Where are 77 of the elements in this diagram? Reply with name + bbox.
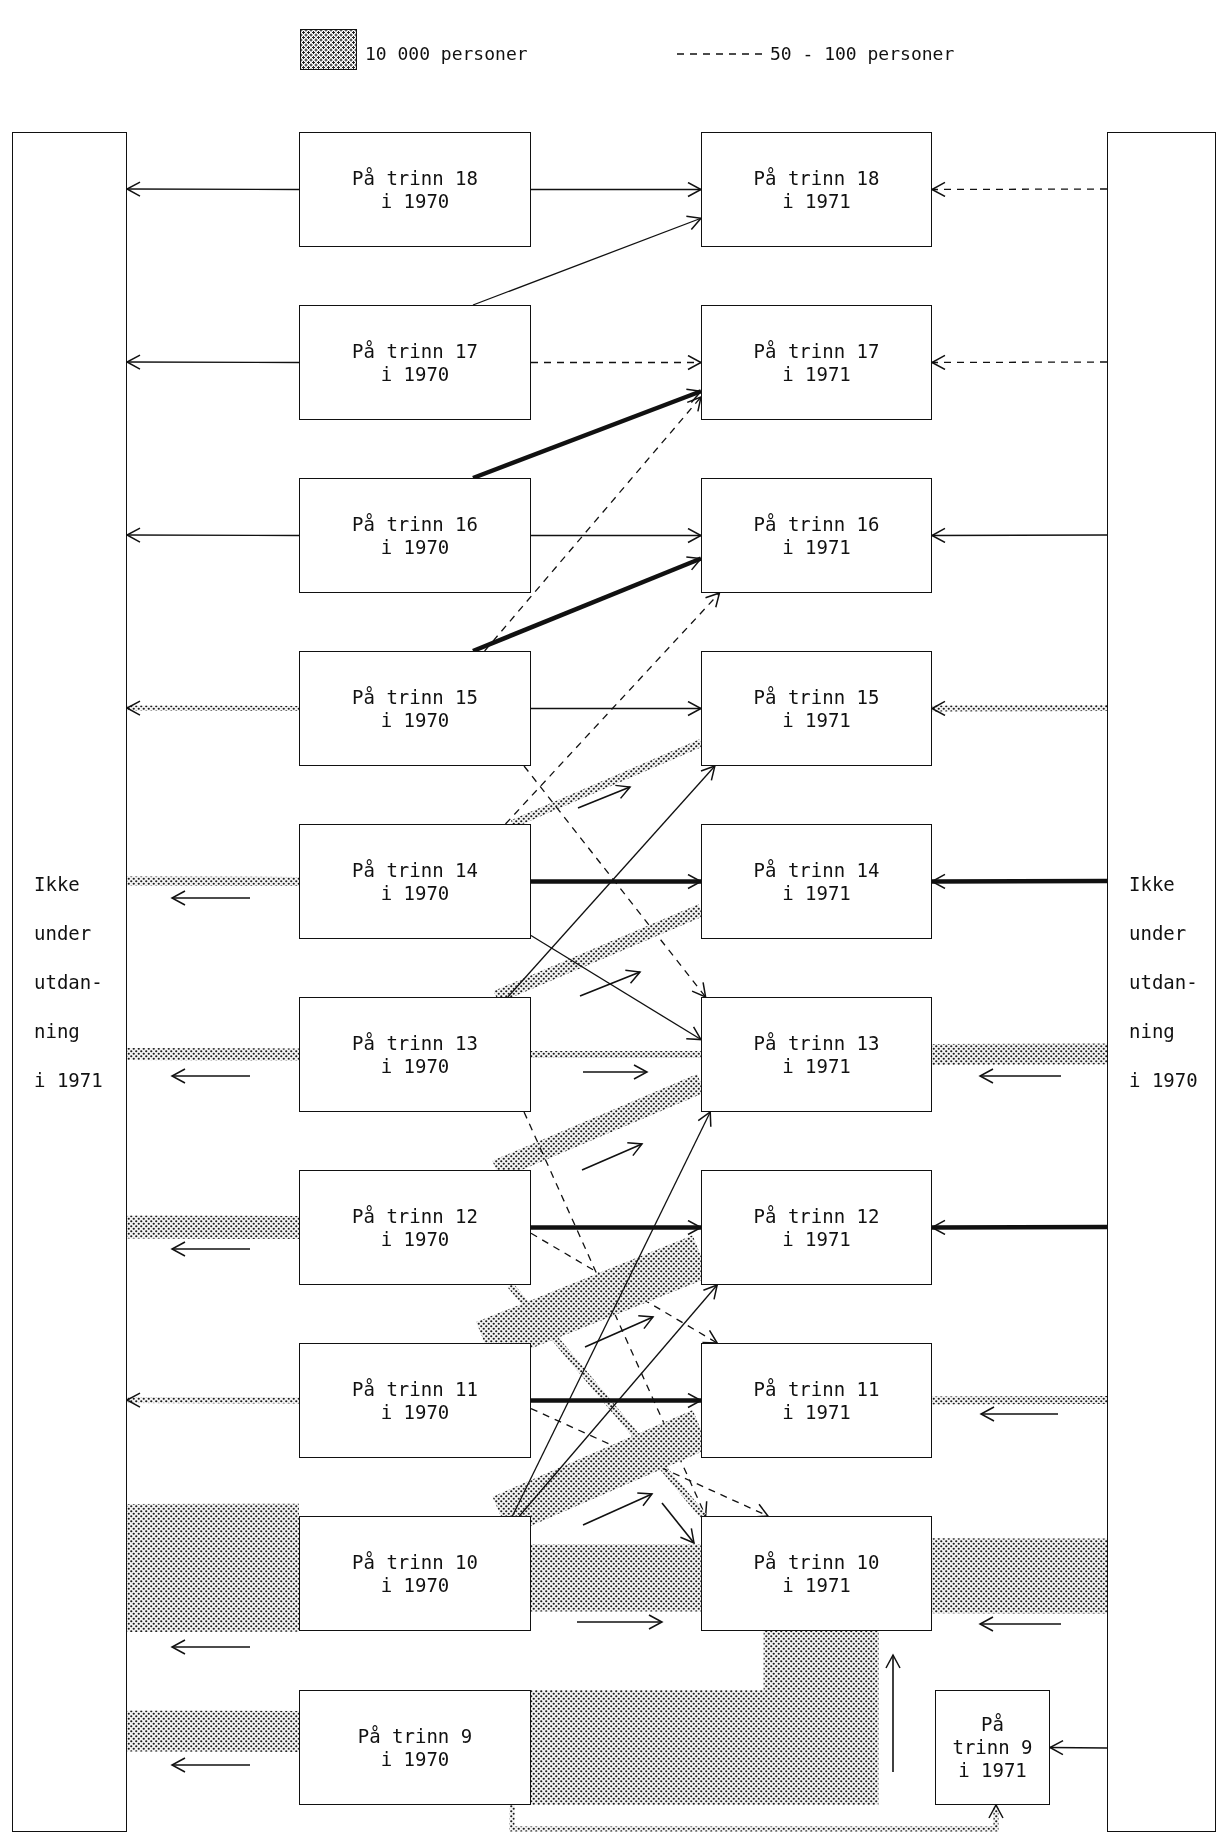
level-label: På trinn 11 i 1971 bbox=[752, 1377, 881, 1424]
level-box bbox=[299, 132, 531, 247]
level-label: På trinn 13 i 1971 bbox=[752, 1031, 881, 1078]
level-label: På trinn 14 i 1970 bbox=[351, 858, 479, 905]
legend-label: 50 - 100 personer bbox=[770, 43, 955, 64]
level-label: På trinn 11 i 1970 bbox=[351, 1377, 479, 1424]
level-label: På trinn 9 i 1970 bbox=[356, 1724, 474, 1771]
thick-arrow bbox=[531, 873, 702, 890]
level-box bbox=[299, 1516, 531, 1631]
flow-band bbox=[509, 1804, 1004, 1832]
level-label: På trinn 10 i 1970 bbox=[351, 1550, 479, 1597]
level-box bbox=[299, 1343, 531, 1458]
level-label: På trinn 16 i 1971 bbox=[752, 512, 881, 559]
level-box bbox=[701, 997, 932, 1112]
level-label: På trinn 16 i 1970 bbox=[351, 512, 479, 559]
level-label: På trinn 15 i 1971 bbox=[752, 685, 881, 732]
dashed-arrow bbox=[504, 592, 721, 825]
level-box bbox=[701, 132, 932, 247]
dashed-arrow bbox=[530, 354, 702, 371]
arrow bbox=[530, 700, 702, 717]
level-box bbox=[935, 1690, 1050, 1805]
flow-band bbox=[126, 700, 299, 716]
level-label: På trinn 17 i 1971 bbox=[752, 339, 881, 386]
arrow bbox=[126, 181, 300, 197]
flow-band bbox=[932, 1396, 1107, 1405]
level-box bbox=[299, 305, 531, 420]
level-label: På trinn 12 i 1971 bbox=[752, 1204, 881, 1251]
level-box bbox=[701, 478, 932, 593]
level-box bbox=[701, 305, 932, 420]
level-box bbox=[299, 1170, 531, 1285]
arrow bbox=[126, 527, 300, 543]
level-box bbox=[299, 1690, 531, 1805]
level-box bbox=[701, 824, 932, 939]
status-column bbox=[1107, 132, 1216, 1832]
thick-arrow bbox=[531, 1219, 702, 1236]
level-label: På trinn 17 i 1970 bbox=[351, 339, 479, 386]
flow-band bbox=[931, 1043, 1108, 1065]
level-box bbox=[701, 1516, 932, 1631]
level-label: På trinn 18 i 1971 bbox=[752, 166, 881, 213]
arrow bbox=[472, 215, 702, 306]
level-label: På trinn 12 i 1970 bbox=[351, 1204, 479, 1251]
level-box bbox=[701, 1170, 932, 1285]
thick-arrow bbox=[931, 873, 1107, 890]
level-box bbox=[299, 478, 531, 593]
arrow bbox=[126, 354, 300, 370]
status-label: Ikke under utdan- ning i 1971 bbox=[34, 871, 104, 1093]
level-label: På trinn 10 i 1971 bbox=[752, 1550, 881, 1597]
level-label: På trinn 13 i 1970 bbox=[351, 1031, 479, 1078]
thick-arrow bbox=[931, 1219, 1107, 1236]
level-label: På trinn 9 i 1971 bbox=[951, 1713, 1034, 1782]
status-column bbox=[12, 132, 127, 1832]
flow-band bbox=[126, 1048, 300, 1061]
arrow bbox=[1049, 1739, 1108, 1756]
flow-band bbox=[127, 876, 299, 886]
status-label: Ikke under utdan- ning i 1970 bbox=[1129, 871, 1199, 1093]
arrow bbox=[530, 527, 702, 544]
dashed-arrow bbox=[483, 396, 702, 652]
dashed-arrow bbox=[931, 354, 1108, 371]
flow-band bbox=[126, 1215, 300, 1239]
legend-label: 10 000 personer bbox=[365, 43, 528, 64]
level-box bbox=[701, 651, 932, 766]
flow-band bbox=[531, 1051, 701, 1058]
arrow bbox=[530, 934, 702, 1041]
thick-arrow bbox=[531, 1392, 702, 1409]
level-box bbox=[299, 651, 531, 766]
arrow bbox=[931, 527, 1108, 544]
level-box bbox=[299, 824, 531, 939]
flow-band bbox=[126, 1392, 299, 1408]
arrow bbox=[530, 181, 702, 198]
dashed-arrow bbox=[931, 181, 1108, 198]
level-box bbox=[299, 997, 531, 1112]
level-box bbox=[701, 1343, 932, 1458]
level-label: På trinn 15 i 1970 bbox=[351, 685, 479, 732]
level-label: På trinn 18 i 1970 bbox=[351, 166, 479, 213]
flow-band bbox=[931, 700, 1107, 717]
dashed-arrow bbox=[530, 1232, 718, 1344]
level-label: På trinn 14 i 1971 bbox=[752, 858, 881, 905]
